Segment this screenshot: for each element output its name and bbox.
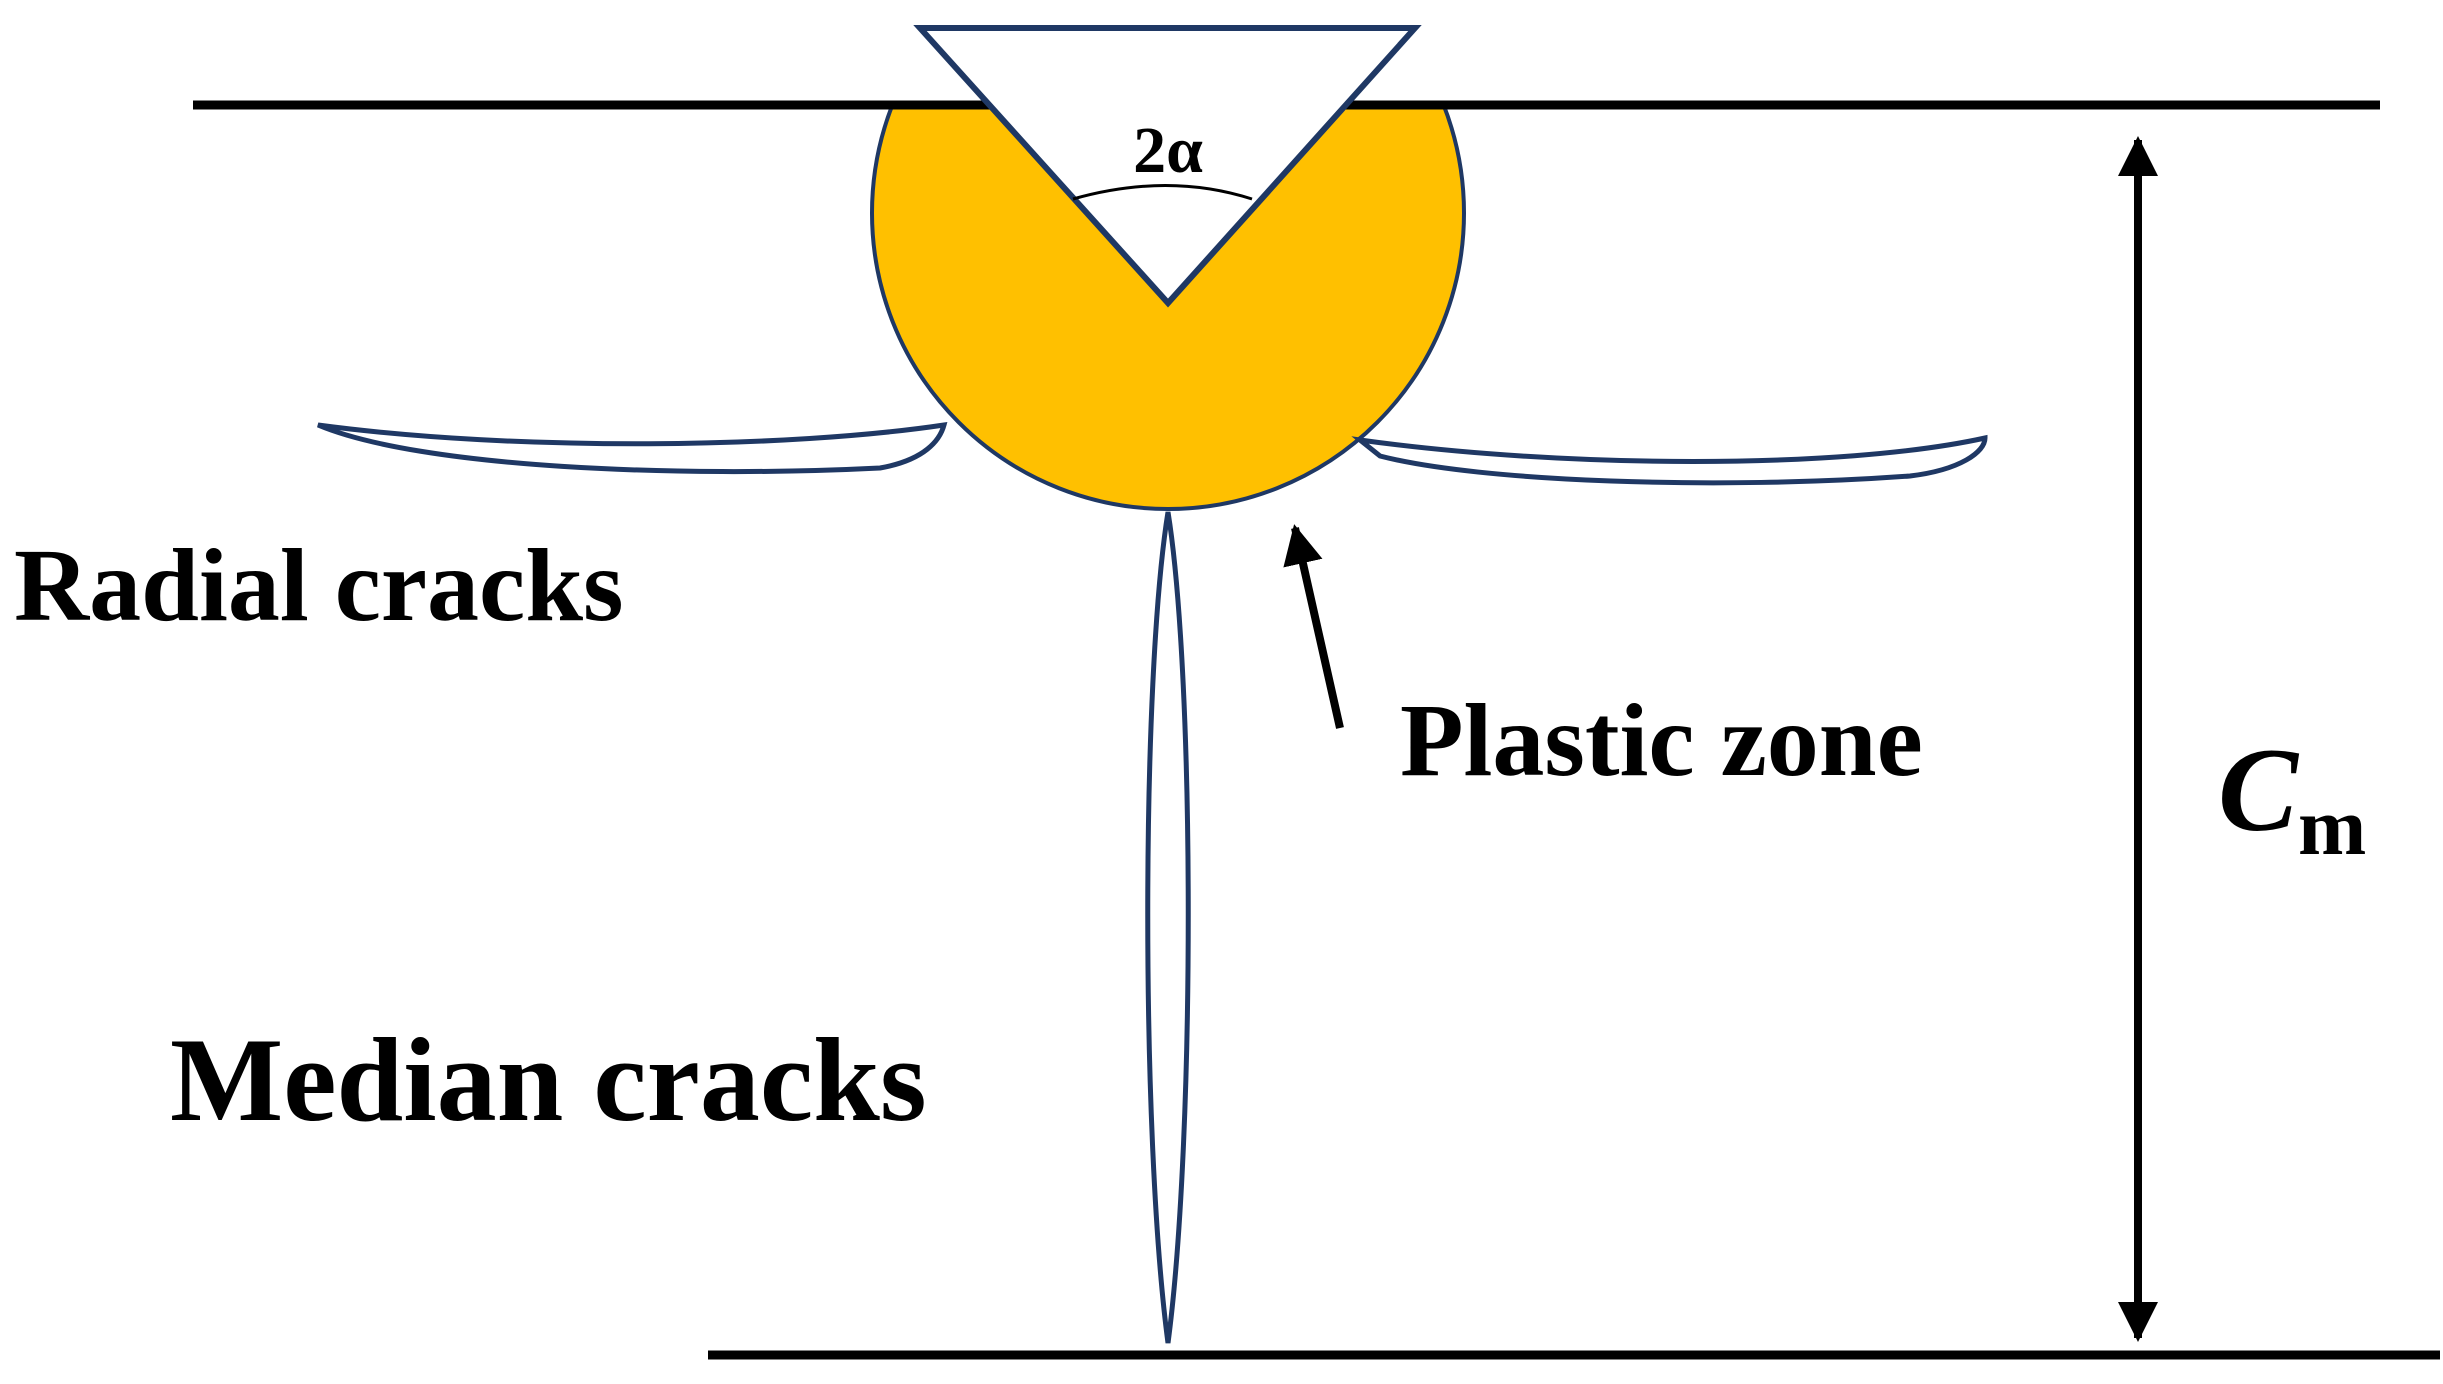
- plastic-zone-arrow: [1283, 524, 1344, 729]
- angle-label: 2α: [1133, 114, 1203, 187]
- indenter-triangle: [913, 25, 1422, 308]
- radial-crack-right: [1351, 434, 1988, 486]
- depth-label: Cm: [2218, 723, 2366, 872]
- radial-crack-left: [317, 421, 948, 475]
- radial-cracks-label: Radial cracks: [14, 528, 624, 643]
- plastic-zone-label: Plastic zone: [1400, 683, 1923, 798]
- median-crack: [1145, 511, 1191, 1344]
- depth-subscript: m: [2298, 781, 2366, 872]
- depth-symbol: C: [2218, 723, 2300, 856]
- median-cracks-label: Median cracks: [170, 1013, 927, 1146]
- angle-arc: [1072, 184, 1253, 201]
